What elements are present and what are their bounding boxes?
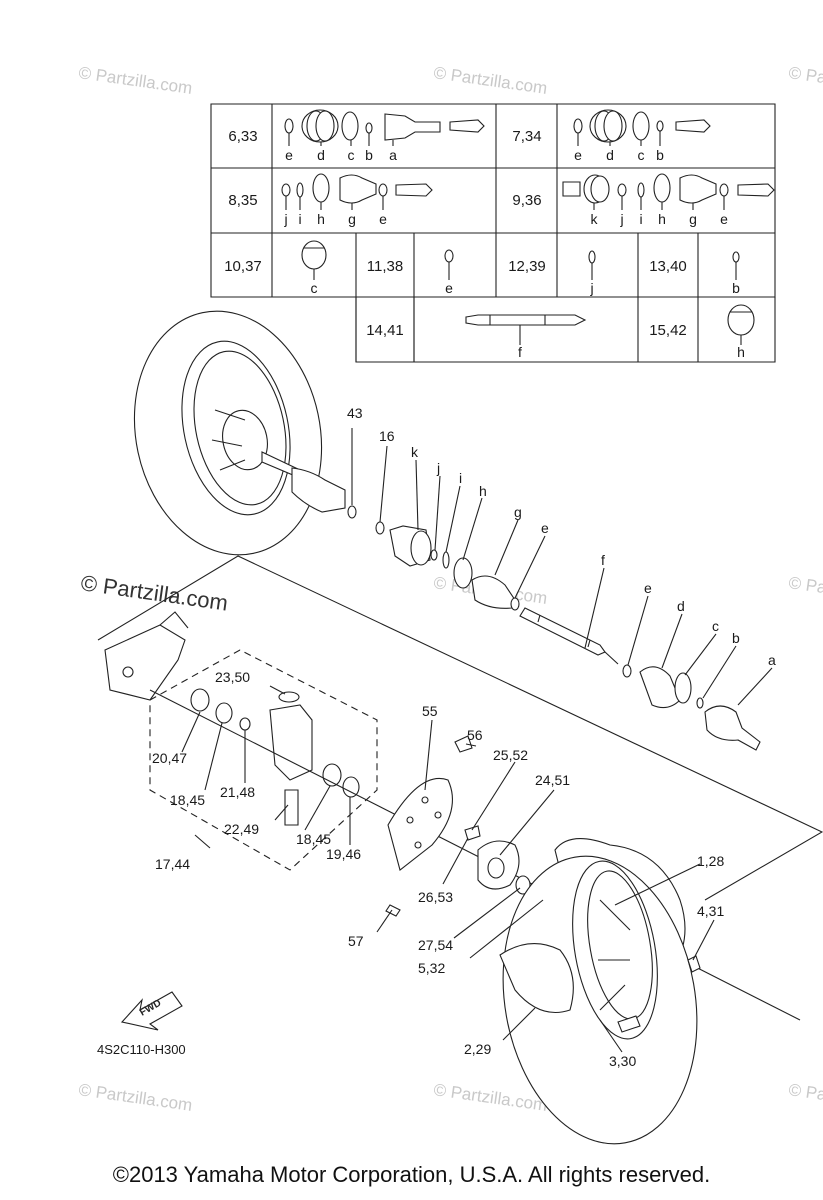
callout-label: j: [436, 460, 440, 476]
kit-parts-row3: c e j b: [301, 240, 740, 296]
kit-parts-8-35: j i h g e: [281, 173, 433, 227]
kit-letter: e: [445, 280, 453, 296]
callout-label: 23,50: [215, 669, 250, 685]
callout-label: 21,48: [220, 784, 255, 800]
copyright-notice: ©2013 Yamaha Motor Corporation, U.S.A. A…: [112, 1162, 711, 1187]
watermark-text-bold: © Partzilla.com: [79, 570, 229, 615]
watermark-text: © Partzilla.com: [77, 1080, 193, 1115]
callout-labels: 43 16 k j i h g e f e d c b a 23,50 20,4…: [152, 405, 776, 1069]
kit-parts-7-34: e d c b: [573, 109, 711, 163]
knuckle-assembly: [104, 611, 801, 1021]
kit-ref: 8,35: [228, 192, 257, 209]
frame-outline: [97, 555, 823, 901]
callout-label: 18,45: [296, 831, 331, 847]
callout-label: 25,52: [493, 747, 528, 763]
kit-ref: 12,39: [508, 258, 546, 275]
kit-letter: e: [720, 211, 728, 227]
watermark-text: © Partzilla.com: [787, 1080, 823, 1115]
kit-parts-row4: f h: [465, 304, 755, 360]
kit-letter: c: [348, 147, 355, 163]
kit-letter: j: [589, 280, 593, 296]
callout-label: g: [514, 504, 522, 520]
kit-ref: 15,42: [649, 322, 687, 339]
callout-label: 22,49: [224, 821, 259, 837]
forward-arrow-icon: FWD: [120, 991, 183, 1031]
drive-shaft-parts: [375, 521, 761, 751]
callout-label: 3,30: [609, 1053, 636, 1069]
kit-ref: 11,38: [367, 258, 403, 275]
kit-ref: 10,37: [224, 258, 262, 275]
kit-letter: b: [656, 147, 664, 163]
callout-label: 18,45: [170, 792, 205, 808]
callout-label: 1,28: [697, 853, 724, 869]
callout-label: a: [768, 652, 776, 668]
callout-label: 55: [422, 703, 438, 719]
watermarks: © Partzilla.com © Partzilla.com © Partzi…: [77, 63, 823, 1115]
callout-label: 19,46: [326, 846, 361, 862]
watermark-text: © Partzilla.com: [787, 573, 823, 608]
kit-letter: i: [298, 211, 301, 227]
callout-label: 2,29: [464, 1041, 491, 1057]
kit-parts-6-33: e d c b a: [284, 109, 485, 163]
callout-label: i: [459, 470, 462, 486]
kit-letter: c: [311, 280, 318, 296]
kit-letter: k: [591, 211, 599, 227]
callout-label: 56: [467, 727, 483, 743]
callout-label: 24,51: [535, 772, 570, 788]
callout-label: 20,47: [152, 750, 187, 766]
kit-letter: h: [317, 211, 325, 227]
callout-label: 57: [348, 933, 364, 949]
left-wheel-assembly: [133, 310, 357, 556]
diagram-code: 4S2C110-H300: [97, 1042, 186, 1057]
kit-letter: i: [639, 211, 642, 227]
kit-letter: h: [737, 344, 745, 360]
kit-letter: c: [638, 147, 645, 163]
watermark-text: © Partzilla.com: [787, 63, 823, 98]
kit-letter: h: [658, 211, 666, 227]
kit-parts-9-36: k j i h g e: [562, 173, 775, 227]
kit-letter: g: [689, 211, 697, 227]
callout-label: 26,53: [418, 889, 453, 905]
kit-ref: 7,34: [512, 128, 541, 145]
callout-label: e: [541, 520, 549, 536]
kit-letter: g: [348, 211, 356, 227]
callout-label: 16: [379, 428, 395, 444]
callout-label: 4,31: [697, 903, 724, 919]
kit-letter: d: [606, 147, 614, 163]
kit-letter: e: [379, 211, 387, 227]
kit-letter: j: [619, 211, 623, 227]
kit-table: 6,33 7,34 8,35 9,36 10,37 11,38 12,39 13…: [210, 103, 776, 363]
watermark-text: © Partzilla.com: [432, 63, 548, 98]
kit-ref: 14,41: [366, 322, 404, 339]
leader-lines: [181, 428, 773, 1053]
kit-letter: f: [518, 344, 522, 360]
kit-letter: e: [574, 147, 582, 163]
callout-label: c: [712, 618, 719, 634]
brake-disc-assembly: [385, 735, 556, 917]
callout-label: 27,54: [418, 937, 453, 953]
kit-letter: e: [285, 147, 293, 163]
kit-letter: d: [317, 147, 325, 163]
callout-label: h: [479, 483, 487, 499]
kit-ref: 13,40: [649, 258, 687, 275]
callout-label: 43: [347, 405, 363, 421]
callout-label: k: [411, 444, 419, 460]
watermark-text: © Partzilla.com: [77, 63, 193, 98]
callout-label: 17,44: [155, 856, 190, 872]
kit-ref: 6,33: [228, 128, 257, 145]
callout-label: b: [732, 630, 740, 646]
callout-label: 5,32: [418, 960, 445, 976]
callout-label: d: [677, 598, 685, 614]
kit-letter: j: [283, 211, 287, 227]
kit-letter: b: [365, 147, 373, 163]
kit-letter: b: [732, 280, 740, 296]
callout-label: e: [644, 580, 652, 596]
kit-letter: a: [389, 147, 397, 163]
kit-ref: 9,36: [512, 192, 541, 209]
right-wheel-assembly: [499, 838, 701, 1145]
callout-label: f: [601, 552, 605, 568]
